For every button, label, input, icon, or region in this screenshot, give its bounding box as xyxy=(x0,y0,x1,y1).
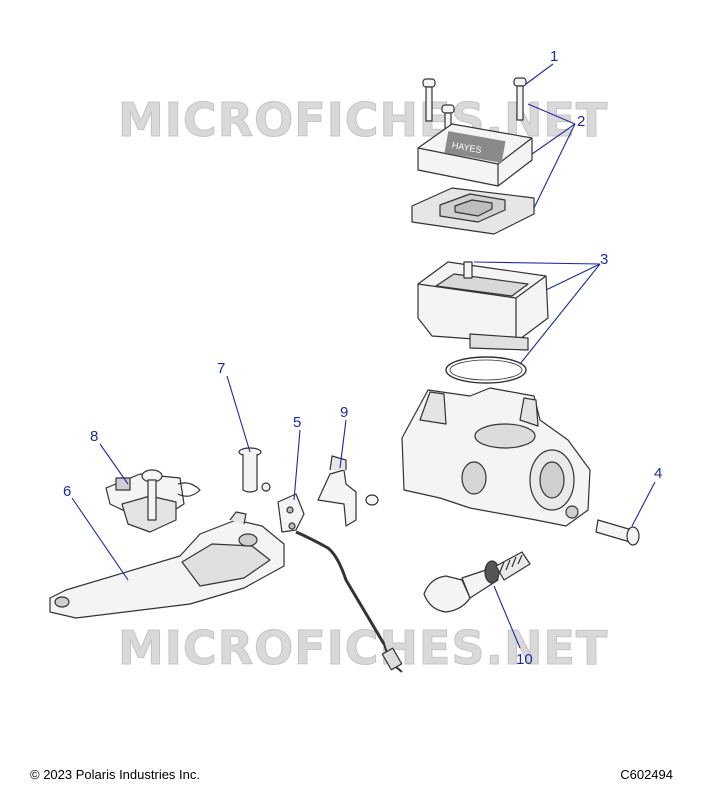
callout-6: 6 xyxy=(63,483,71,500)
screw-right xyxy=(513,77,527,121)
master-cylinder-body xyxy=(401,387,591,527)
leader-lines xyxy=(71,63,656,649)
copyright-text: © 2023 Polaris Industries Inc. xyxy=(30,767,200,782)
diaphragm xyxy=(411,187,535,235)
callout-5: 5 xyxy=(293,414,301,431)
diagram-code: C602494 xyxy=(620,767,673,782)
watermark-top: MICROFICHES.NET xyxy=(118,93,608,147)
callout-2: 2 xyxy=(577,113,585,130)
brake-lever xyxy=(49,511,285,619)
switch-bracket xyxy=(317,455,379,527)
callout-7: 7 xyxy=(217,360,225,377)
pivot-bolt xyxy=(595,519,640,546)
screw-left xyxy=(422,78,436,122)
watermark-bottom: MICROFICHES.NET xyxy=(118,621,608,675)
reservoir-cap: HAYES xyxy=(417,123,533,187)
callout-9: 9 xyxy=(340,404,348,421)
callout-3: 3 xyxy=(600,251,608,268)
lever-pin xyxy=(238,447,271,493)
callout-4: 4 xyxy=(654,465,662,482)
callout-8: 8 xyxy=(90,428,98,445)
piston-assembly xyxy=(423,551,531,613)
o-ring xyxy=(445,356,527,384)
master-cylinder-top xyxy=(417,261,549,351)
adjuster-assembly xyxy=(105,469,201,533)
brake-switch xyxy=(277,493,403,673)
callout-10: 10 xyxy=(516,651,533,668)
callout-1: 1 xyxy=(550,48,558,65)
